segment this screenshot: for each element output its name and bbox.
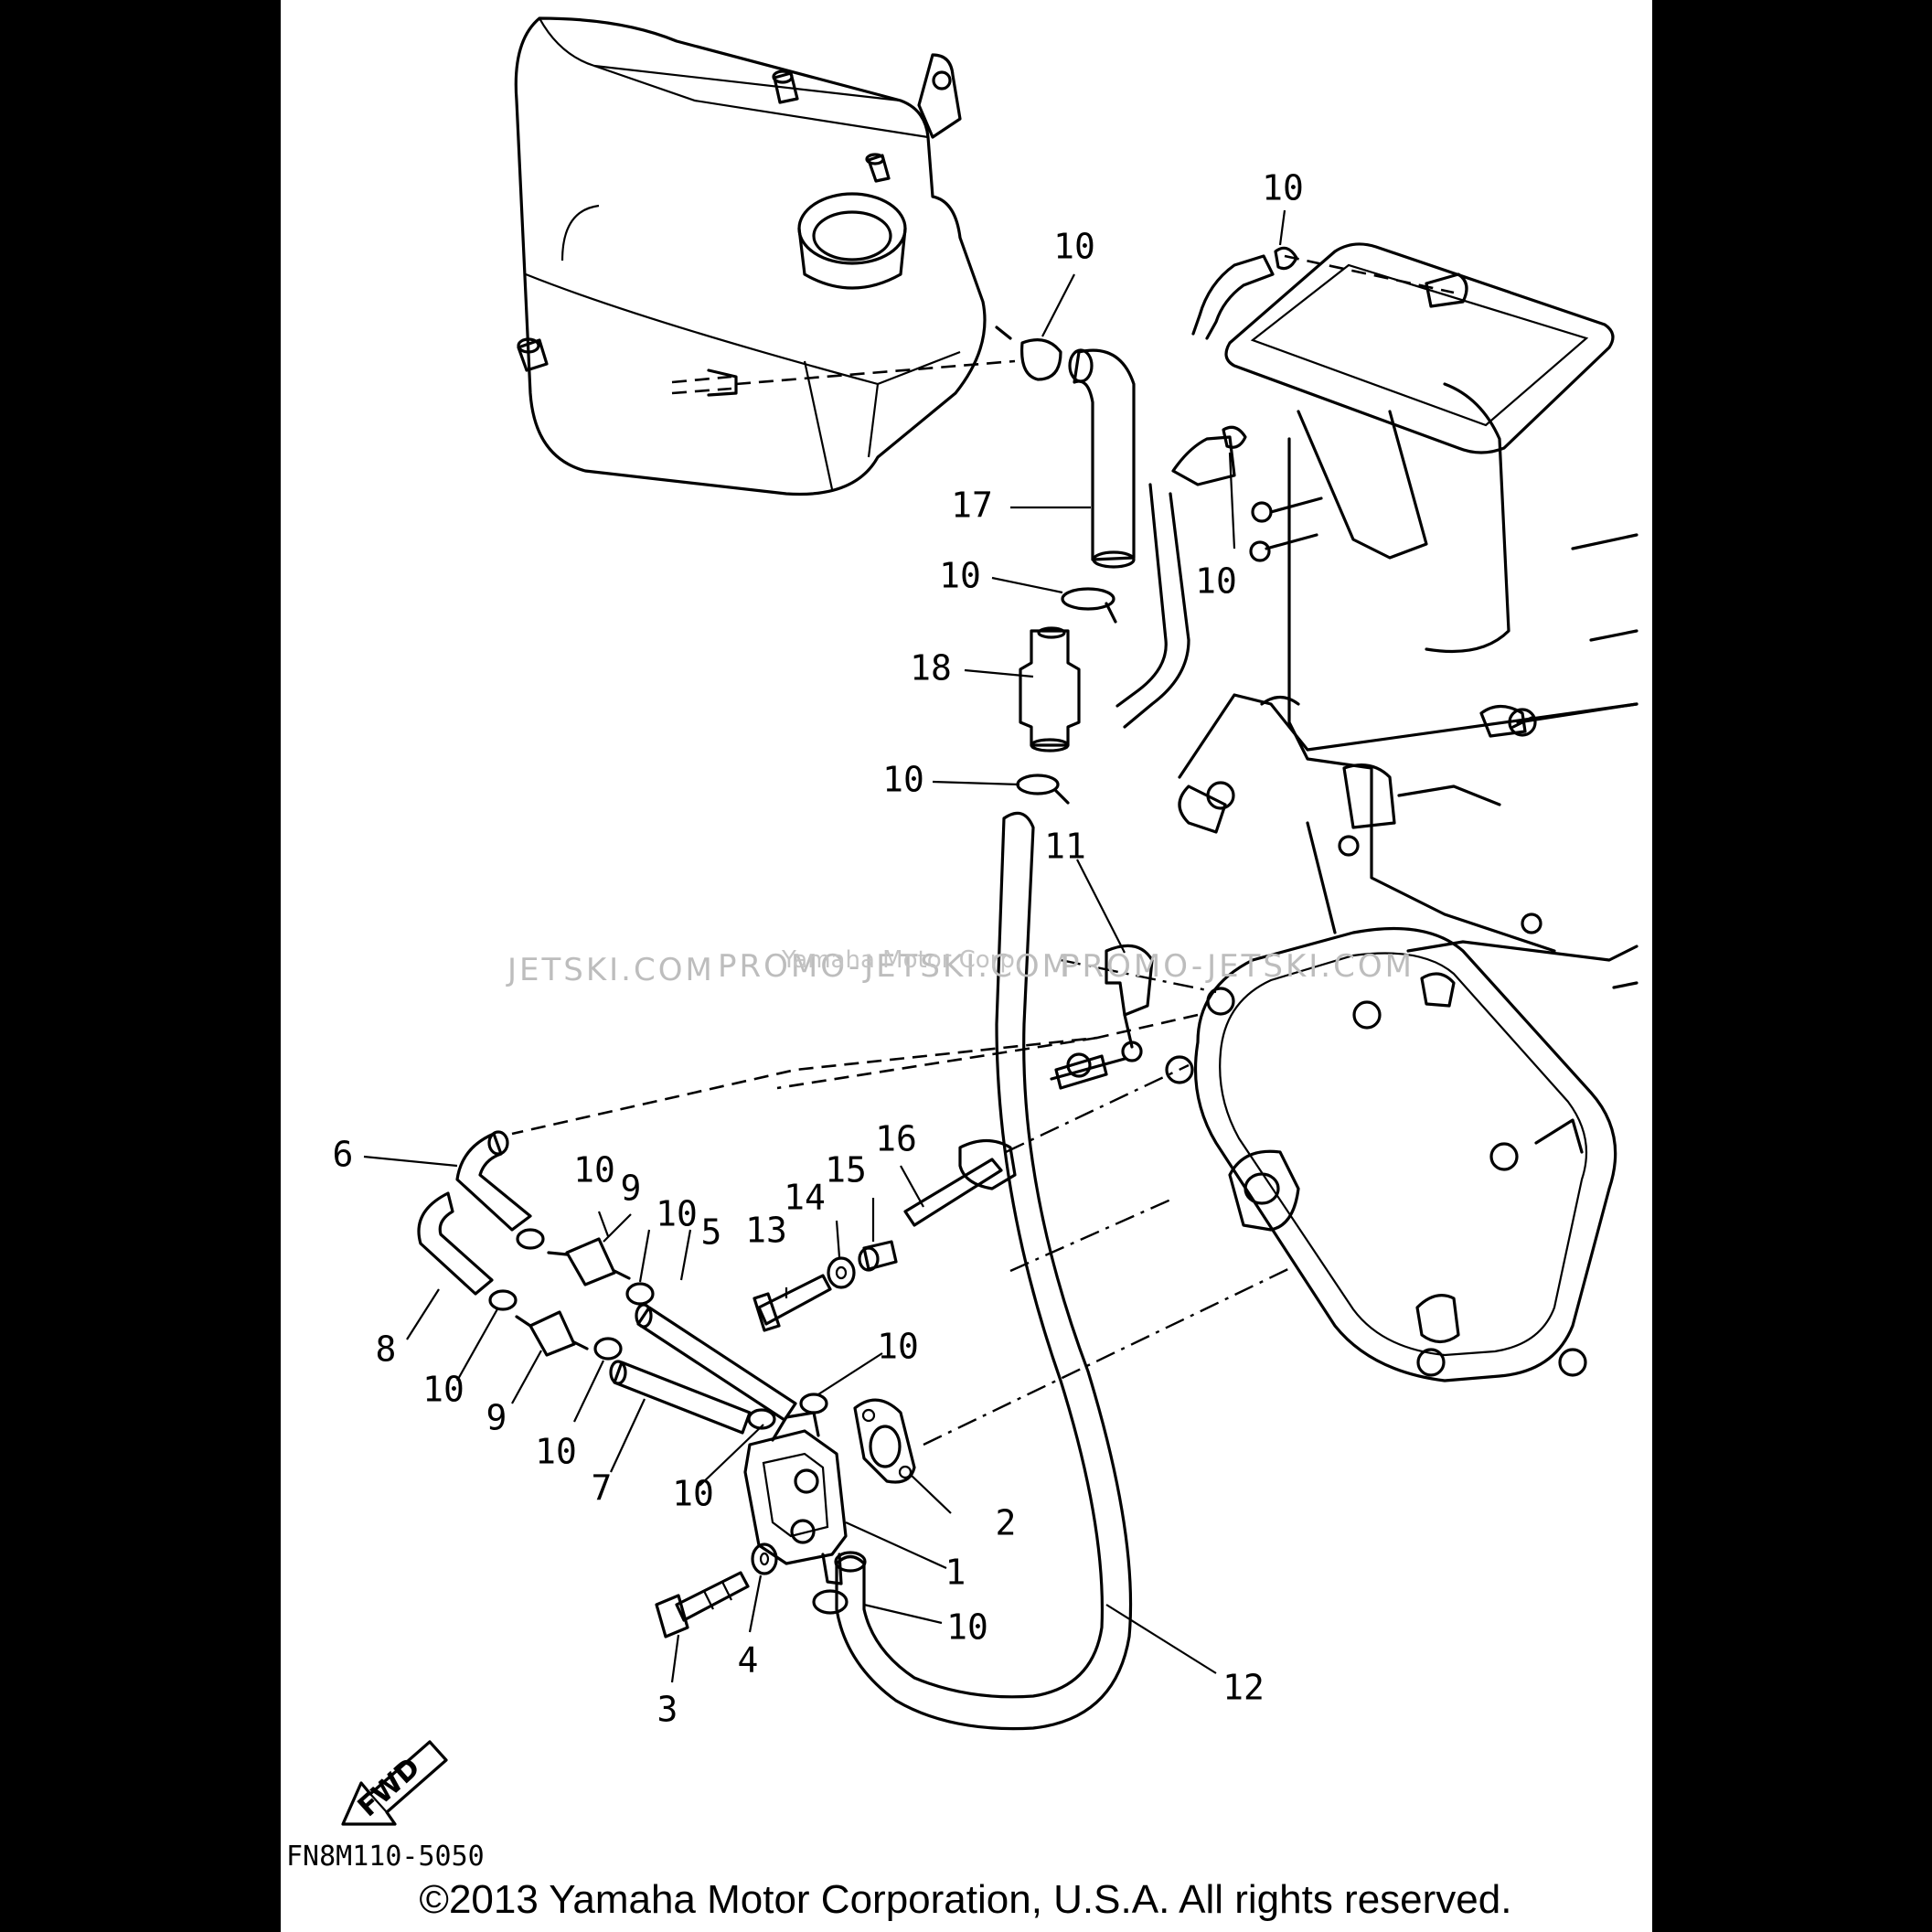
callout-10: 10 — [1262, 168, 1304, 208]
dashed-connections — [511, 958, 1295, 1446]
cover-plate — [1165, 926, 1617, 1382]
callout-16: 16 — [875, 1119, 917, 1159]
callout-10: 10 — [939, 556, 981, 596]
callout-7: 7 — [592, 1468, 613, 1509]
oil-tank — [514, 16, 1016, 496]
callout-10: 10 — [573, 1150, 615, 1190]
hose-8 — [417, 1191, 494, 1296]
bolt-hardware — [1050, 496, 1323, 1081]
callout-10: 10 — [877, 1327, 919, 1367]
breather-hose — [1115, 254, 1275, 729]
watermark-text: Yamaha Motor Corp. — [781, 946, 1022, 974]
check-valves-9 — [515, 1237, 631, 1357]
callout-15: 15 — [825, 1150, 867, 1190]
engine-block — [1178, 242, 1638, 989]
callout-14: 14 — [784, 1178, 826, 1218]
leader-lines — [363, 209, 1286, 1683]
hose-12 — [834, 811, 1133, 1731]
callout-10: 10 — [535, 1432, 577, 1472]
callout-10: 10 — [672, 1474, 714, 1514]
callout-6: 6 — [333, 1135, 354, 1175]
connector-18 — [1019, 626, 1081, 753]
callout-4: 4 — [738, 1640, 759, 1681]
copyright-notice: ©2013 Yamaha Motor Corporation, U.S.A. A… — [420, 1877, 1512, 1922]
callout-10: 10 — [656, 1194, 698, 1234]
collar-15 — [858, 1240, 898, 1272]
gasket-2 — [853, 1398, 916, 1484]
callout-13: 13 — [745, 1211, 787, 1251]
hose-6 — [455, 1130, 532, 1232]
washer-14 — [827, 1256, 856, 1289]
diagram-sheet — [281, 0, 1652, 1932]
hose-17 — [1068, 348, 1136, 569]
callout-18: 18 — [910, 648, 952, 688]
watermark-text: PROMO-JETSKI.COM — [1061, 948, 1414, 985]
callout-17: 17 — [951, 486, 993, 526]
callout-10: 10 — [422, 1370, 464, 1410]
washer-4 — [751, 1542, 778, 1575]
callout-9: 9 — [486, 1398, 507, 1438]
bolt-16 — [903, 1052, 1108, 1227]
callout-9: 9 — [621, 1169, 642, 1209]
oil-pump — [743, 1411, 848, 1585]
callout-8: 8 — [376, 1329, 397, 1370]
callout-labels: 10 10 10 17 10 18 10 11 6 10 9 10 5 13 1… — [333, 168, 1304, 1730]
bolt-3 — [655, 1571, 750, 1638]
callout-10: 10 — [1053, 227, 1095, 267]
callout-10: 10 — [946, 1607, 988, 1648]
callout-12: 12 — [1222, 1668, 1265, 1708]
watermarks: JETSKI.COM PROMO-JETSKI.COM Yamaha Motor… — [506, 946, 1414, 988]
watermark-text: PROMO-JETSKI.COM — [718, 948, 1072, 985]
forward-direction-arrow: FWD — [341, 1740, 448, 1826]
callout-1: 1 — [945, 1553, 966, 1593]
callout-3: 3 — [657, 1690, 678, 1730]
bolt-13 — [753, 1274, 832, 1332]
callout-5: 5 — [701, 1212, 722, 1253]
callout-11: 11 — [1044, 827, 1086, 867]
watermark-text: JETSKI.COM — [506, 952, 715, 988]
hose-7 — [609, 1360, 752, 1435]
drawing-code: FN8M110-5050 — [286, 1841, 485, 1873]
hose-clamps — [488, 246, 1298, 1615]
callout-10: 10 — [882, 760, 924, 800]
callout-10: 10 — [1195, 561, 1237, 602]
clip-11 — [1105, 944, 1154, 1062]
callout-2: 2 — [996, 1503, 1017, 1543]
